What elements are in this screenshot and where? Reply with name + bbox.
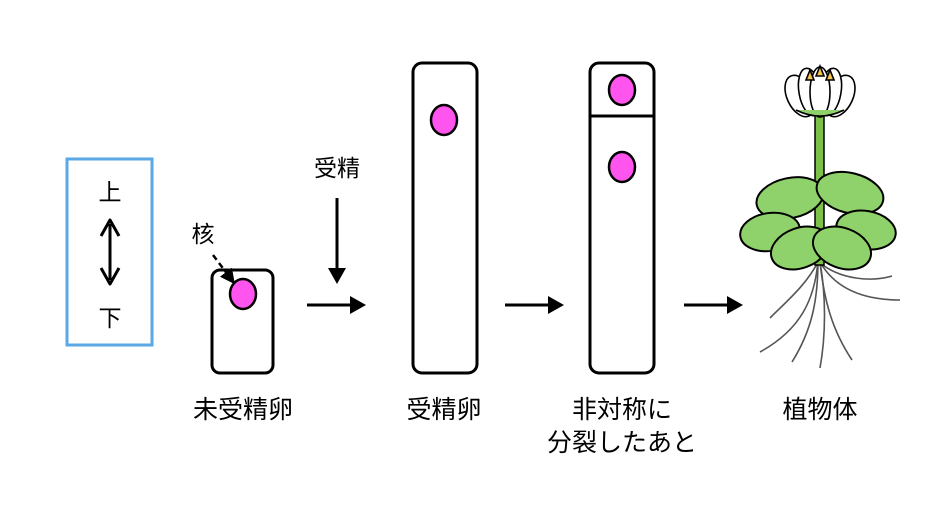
stage-label-line: 分裂したあと	[547, 428, 697, 457]
flower-icon	[784, 63, 856, 118]
unfertilized-egg: 核 未受精卵	[192, 222, 294, 424]
fertilization-indicator: 受精	[314, 156, 360, 284]
asymmetric-division: 非対称に 分裂したあと	[547, 61, 697, 457]
stage-label-line: 植物体	[782, 395, 857, 424]
fertilization-label: 受精	[314, 156, 360, 182]
plant-icon: 植物体	[739, 63, 901, 424]
divided-cell	[588, 61, 656, 375]
zygote-cell	[411, 61, 479, 375]
stage-label-line: 未受精卵	[193, 395, 293, 424]
leaf-icon	[739, 170, 897, 271]
stage-label-line: 受精卵	[406, 395, 481, 424]
orientation-bottom-label: 下	[99, 306, 122, 332]
orientation-legend: 上 下	[65, 157, 154, 347]
nucleus	[607, 150, 637, 184]
nucleus	[607, 73, 637, 107]
right-arrow-icon	[505, 296, 564, 314]
right-arrow-icon	[307, 296, 366, 314]
nucleus	[429, 103, 459, 137]
root-icon	[759, 259, 901, 369]
stage-label-line: 非対称に	[572, 395, 672, 424]
nucleus-pointer-arrow	[212, 254, 235, 285]
orientation-top-label: 上	[99, 180, 122, 206]
nucleus-label: 核	[192, 222, 215, 248]
egg-cell	[210, 268, 275, 375]
fertilized-egg: 受精卵	[406, 61, 482, 424]
up-down-arrow-icon	[99, 218, 121, 286]
nucleus	[228, 277, 258, 311]
down-arrow-icon	[328, 198, 346, 284]
right-arrow-icon	[684, 296, 743, 314]
